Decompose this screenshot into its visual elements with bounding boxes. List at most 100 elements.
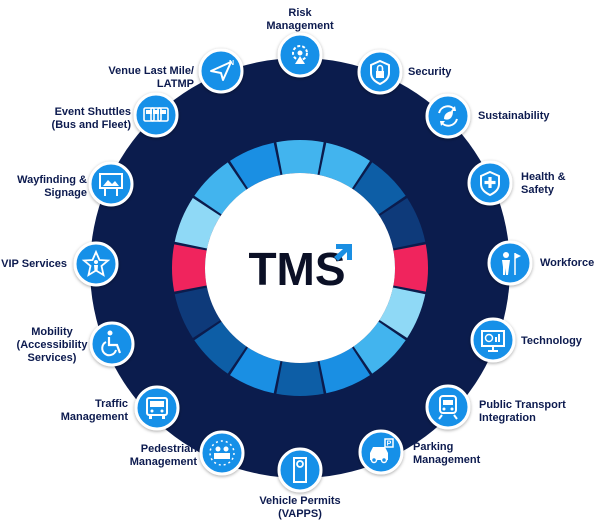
label-line: LATMP — [156, 78, 194, 90]
ring-segment-blue — [319, 347, 370, 394]
billboard-icon — [99, 173, 123, 196]
ring-segment-mid — [276, 139, 324, 175]
label-line: Risk — [288, 7, 312, 19]
service-node-pedestrian[interactable] — [199, 430, 245, 476]
label-line: Health & — [521, 171, 566, 183]
car-parking-icon: P — [370, 438, 394, 464]
service-node-sustainability[interactable] — [425, 93, 471, 139]
service-node-circle — [198, 48, 244, 94]
service-node-security[interactable] — [357, 49, 403, 95]
label-risk: Risk Management — [262, 7, 338, 33]
service-node-risk[interactable] — [277, 32, 323, 78]
service-node-circle — [133, 92, 179, 138]
label-line: (Bus and Fleet) — [51, 119, 131, 131]
recycle-leaf-icon — [438, 105, 458, 127]
person-flag-icon — [502, 252, 521, 275]
label-line: Management — [413, 454, 481, 466]
ring-segment-deep — [276, 361, 324, 396]
label-line: Pedestrian — [140, 443, 197, 455]
service-node-traffic[interactable] — [134, 385, 180, 431]
label-parking: Parking Management — [413, 441, 480, 467]
label-line: Security — [408, 66, 452, 78]
star-person-icon — [81, 249, 111, 277]
ring-segment-light — [174, 198, 221, 249]
ring-segment-navy — [379, 198, 426, 249]
service-node-health[interactable] — [467, 160, 513, 206]
ring-segment-mid — [194, 162, 247, 215]
label-line: Workforce — [540, 257, 595, 269]
label-line: Traffic — [94, 398, 128, 410]
lock-shield-icon — [370, 59, 390, 86]
service-node-vip[interactable] — [73, 241, 119, 287]
label-line: Event Shuttles — [54, 106, 131, 118]
label-line: Signage — [44, 187, 87, 199]
label-shuttles: Event Shuttles (Bus and Fleet) — [52, 106, 131, 132]
ring-segment-light — [379, 287, 426, 338]
service-node-circle — [277, 447, 323, 493]
center-disc — [205, 173, 395, 363]
shuttle-fleet-icon — [143, 107, 169, 122]
label-health: Health & Safety — [521, 171, 566, 197]
label-line: Parking — [413, 441, 454, 453]
label-line: Public Transport — [479, 399, 566, 411]
svg-text:N: N — [229, 60, 234, 67]
label-traffic: Traffic Management — [61, 398, 128, 424]
logo-arrow-icon — [334, 244, 352, 261]
label-vehicle-permits: Vehicle Permits (VAPPS) — [250, 495, 350, 521]
service-node-shuttles[interactable] — [133, 92, 179, 138]
label-mobility: Mobility (Accessibility Services) — [14, 326, 90, 365]
ring-segment-pink — [393, 244, 428, 292]
service-node-vehicle-permits[interactable] — [277, 447, 323, 493]
service-node-technology[interactable] — [470, 317, 516, 363]
medical-shield-icon — [480, 170, 500, 197]
ring-segment-pink — [171, 244, 207, 292]
monitor-chart-icon — [481, 330, 505, 352]
crowd-icon — [209, 440, 235, 466]
label-line: Wayfinding & — [17, 174, 87, 186]
service-node-circle — [425, 384, 471, 430]
label-line: (Accessibility — [16, 339, 88, 351]
label-line: Management — [129, 456, 197, 468]
shield-gear-icon — [292, 45, 308, 64]
ring-segment-navy — [174, 287, 221, 338]
label-line: Integration — [479, 412, 536, 424]
label-technology: Technology — [521, 335, 582, 348]
train-icon — [438, 395, 458, 420]
label-line: Management — [60, 411, 128, 423]
service-node-workforce[interactable] — [487, 240, 533, 286]
svg-text:P: P — [387, 441, 392, 448]
service-node-mobility[interactable] — [89, 321, 135, 367]
label-line: Venue Last Mile/ — [108, 65, 194, 77]
tms-logo: TMS — [248, 243, 352, 295]
service-node-parking[interactable]: P — [358, 429, 404, 475]
label-last-mile: Venue Last Mile/ LATMP — [108, 65, 194, 91]
label-line: VIP Services — [1, 258, 67, 270]
label-line: Services) — [27, 352, 77, 364]
service-node-public-transport[interactable] — [425, 384, 471, 430]
label-line: Sustainability — [478, 110, 550, 122]
navigation-arrow-icon: N — [210, 60, 234, 81]
label-line: (VAPPS) — [278, 508, 322, 520]
service-node-circle — [134, 385, 180, 431]
label-security: Security — [408, 66, 451, 79]
ring-segment-mid — [319, 142, 370, 189]
service-node-circle — [487, 240, 533, 286]
ring-segments — [171, 139, 428, 396]
service-node-wayfinding[interactable] — [88, 161, 134, 207]
service-node-last-mile[interactable]: N — [198, 48, 244, 94]
bus-icon — [146, 397, 168, 419]
label-line: Safety — [521, 184, 555, 196]
label-line: Technology — [521, 335, 582, 347]
ring-segment-blue — [230, 347, 281, 394]
service-nodes: PN — [73, 32, 533, 493]
label-pedestrian: Pedestrian Management — [130, 443, 197, 469]
ring-segment-deep — [194, 321, 247, 374]
wheelchair-icon — [101, 330, 122, 357]
label-wayfinding: Wayfinding & Signage — [17, 174, 87, 200]
service-node-circle — [470, 317, 516, 363]
label-sustainability: Sustainability — [478, 110, 550, 123]
ring-segment-deep — [353, 162, 406, 215]
label-line: Mobility — [31, 326, 73, 338]
label-line: Vehicle Permits — [259, 495, 341, 507]
